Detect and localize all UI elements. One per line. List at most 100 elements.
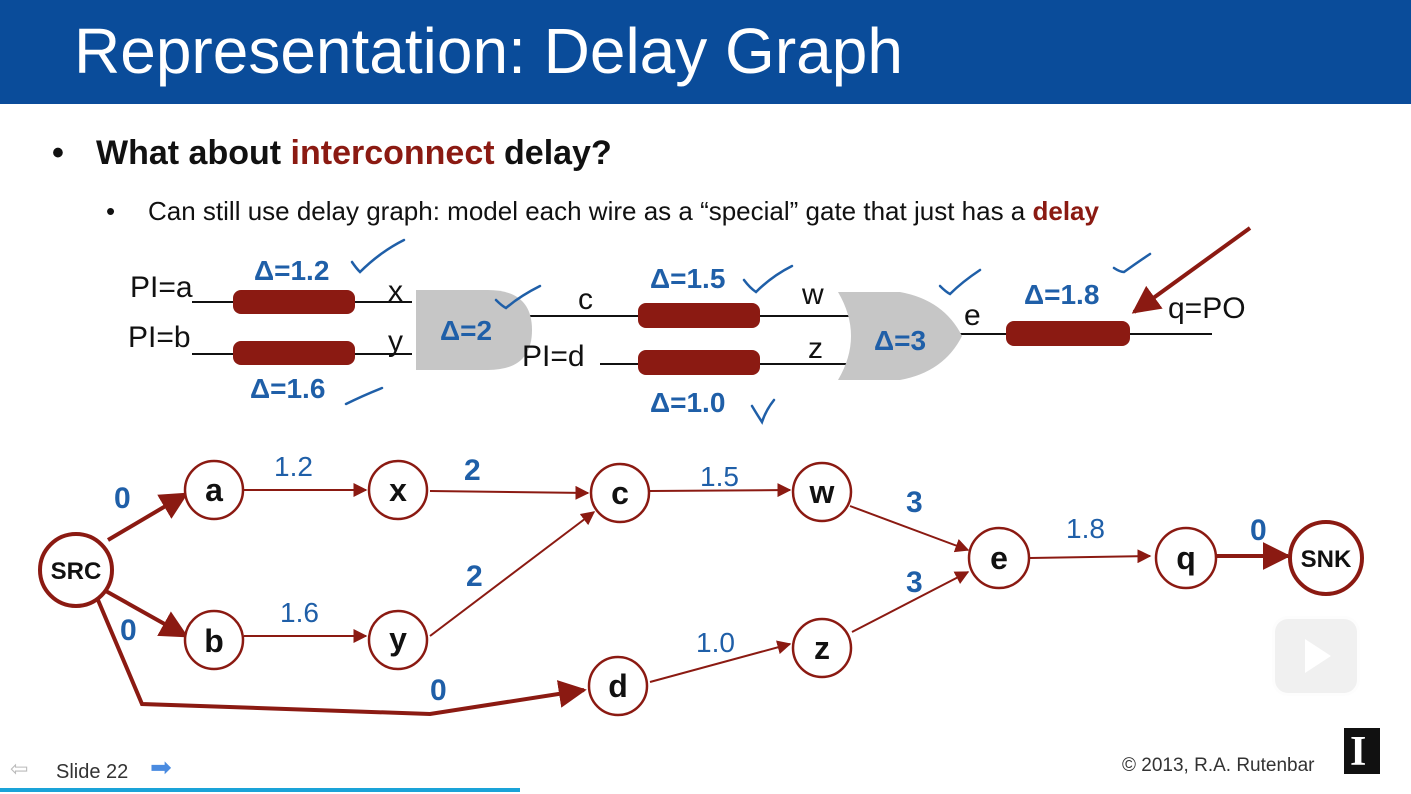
- weight-b-y: 1.6: [280, 597, 319, 628]
- node-c-circle: [589, 462, 651, 524]
- label-q-po: q=PO: [1168, 292, 1246, 325]
- node-d-circle: [587, 655, 649, 717]
- check-mark-a-x: [350, 238, 406, 274]
- weight-y-c: 2: [466, 560, 483, 593]
- check-mark-e-q: [1112, 252, 1152, 274]
- graph-edges: [96, 483, 1291, 717]
- edge-src-a: [106, 492, 189, 542]
- edge-x-c: [429, 485, 590, 500]
- edge-src-b: [103, 588, 189, 638]
- node-w-label: w: [809, 474, 835, 510]
- edge-z-e: [851, 571, 970, 633]
- label-z: z: [808, 332, 823, 365]
- edge-d-z: [649, 640, 792, 683]
- main-bullet-highlight: interconnect: [290, 134, 495, 172]
- label-w: w: [801, 278, 824, 311]
- video-progress-bar[interactable]: [0, 788, 520, 792]
- copyright-text: © 2013, R.A. Rutenbar: [1122, 755, 1315, 776]
- node-snk-circle: [1288, 520, 1364, 596]
- node-z-label: z: [814, 630, 830, 666]
- edge-w-e: [849, 505, 970, 553]
- cylinder-d-z: [638, 350, 760, 375]
- edge-y-c: [429, 511, 596, 637]
- video-play-button[interactable]: [1272, 616, 1360, 696]
- sub-bullet-highlight: delay: [1032, 196, 1099, 226]
- university-logo: I: [1344, 728, 1380, 775]
- label-pi-d: PI=d: [522, 340, 585, 373]
- graph-nodes: [38, 459, 1364, 717]
- sub-bullet: • Can still use delay graph: model each w…: [106, 196, 1099, 227]
- check-mark-d-z: [750, 398, 776, 425]
- cylinder-b-y: [233, 341, 355, 365]
- delay-label-d-z: Δ=1.0: [650, 387, 725, 418]
- delay-label-e-q: Δ=1.8: [1024, 279, 1099, 310]
- cylinder-a-x: [233, 290, 355, 314]
- delay-label-gate-2: Δ=3: [874, 325, 926, 356]
- logo-letter: I: [1350, 729, 1367, 775]
- label-e: e: [964, 299, 981, 332]
- and-gate-1: [416, 290, 532, 370]
- node-b-label: b: [204, 623, 224, 659]
- label-x: x: [388, 275, 403, 308]
- node-snk-label: SNK: [1301, 546, 1352, 573]
- cylinder-c-w: [638, 303, 760, 328]
- delay-label-gate-1: Δ=2: [440, 315, 492, 346]
- weight-c-w: 1.5: [700, 461, 739, 492]
- bullet-marker: •: [52, 134, 64, 172]
- main-bullet-pre: What about: [96, 134, 291, 172]
- node-y-circle: [367, 609, 429, 671]
- weight-x-c: 2: [464, 454, 481, 487]
- node-q-circle: [1154, 526, 1218, 590]
- weight-src-d: 0: [430, 674, 447, 707]
- delay-label-b-y: Δ=1.6: [250, 373, 325, 404]
- check-mark-gate-1: [494, 284, 542, 310]
- node-e-circle: [967, 526, 1031, 590]
- node-q-label: q: [1176, 540, 1196, 576]
- delay-label-a-x: Δ=1.2: [254, 255, 329, 286]
- check-mark-c-w: [742, 264, 794, 294]
- edge-src-d: [96, 599, 587, 717]
- label-c: c: [578, 283, 593, 316]
- play-icon: [1305, 639, 1331, 673]
- node-b-circle: [183, 609, 245, 671]
- node-d-label: d: [608, 668, 628, 704]
- label-pi-a: PI=a: [130, 271, 193, 304]
- weight-q-snk: 0: [1250, 514, 1267, 547]
- check-marks: [344, 238, 1152, 425]
- next-slide-arrow-icon[interactable]: ➡: [150, 752, 172, 782]
- label-y: y: [388, 325, 403, 358]
- edge-c-w: [649, 483, 792, 498]
- label-pi-b: PI=b: [128, 321, 191, 354]
- node-z-circle: [791, 617, 853, 679]
- previous-slide-arrow-icon[interactable]: ⇦: [10, 756, 29, 781]
- cylinder-e-q: [1006, 321, 1130, 346]
- weight-e-q: 1.8: [1066, 513, 1105, 544]
- sub-bullet-pre: Can still use delay graph: model each wi…: [148, 196, 1033, 226]
- check-mark-gate-2: [938, 268, 982, 296]
- title-bar: Representation: Delay Graph: [0, 0, 1411, 104]
- node-x-label: x: [389, 472, 407, 508]
- node-src-label: SRC: [51, 558, 102, 585]
- wire-delay-cylinders: [233, 290, 1130, 375]
- node-e-label: e: [990, 540, 1008, 576]
- weight-src-a: 0: [114, 482, 131, 515]
- node-x-circle: [367, 459, 429, 521]
- node-src-circle: [38, 532, 114, 608]
- slide-number: Slide 22: [56, 761, 129, 783]
- weight-src-b: 0: [120, 614, 137, 647]
- sub-bullet-marker: •: [106, 196, 116, 226]
- weight-a-x: 1.2: [274, 451, 313, 482]
- node-w-circle: [791, 461, 853, 523]
- weight-d-z: 1.0: [696, 627, 735, 658]
- edge-e-q: [1029, 549, 1152, 564]
- weight-z-e: 3: [906, 566, 923, 599]
- main-bullet-post: delay?: [494, 134, 612, 172]
- node-c-label: c: [611, 475, 629, 511]
- node-a-circle: [183, 459, 245, 521]
- weight-w-e: 3: [906, 486, 923, 519]
- node-a-label: a: [205, 472, 223, 508]
- delay-pointer-arrow: [1131, 226, 1252, 314]
- check-mark-b-y: [344, 386, 384, 406]
- main-bullet: • What about interconnect delay?: [52, 134, 612, 173]
